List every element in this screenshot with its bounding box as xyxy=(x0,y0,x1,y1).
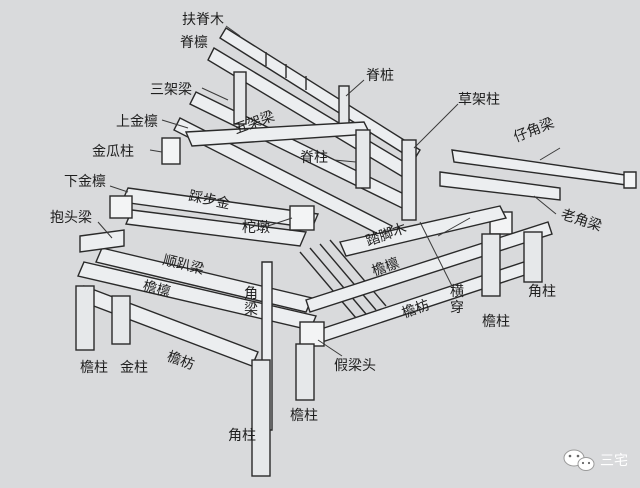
watermark: 三宅 xyxy=(563,449,628,471)
tuo-dun xyxy=(289,205,315,231)
label-jiao-zhu-right: 角柱 xyxy=(528,284,556,300)
gold-melon-post xyxy=(161,137,181,165)
watermark-text: 三宅 xyxy=(600,453,628,469)
label-heng-chuan-text-char: 穿 xyxy=(450,300,464,316)
caibu-jin xyxy=(124,209,308,247)
heng-chuan-rod xyxy=(329,239,387,307)
label-yan-fang-front: 檐枋 xyxy=(165,349,197,374)
shun-pa-beam xyxy=(95,247,313,313)
label-jin-zhu: 金柱 xyxy=(120,360,148,376)
baotou-beam xyxy=(79,229,125,253)
column-cap xyxy=(109,195,133,219)
gold-column xyxy=(111,295,131,345)
label-shang-jin-lin: 上金檩 xyxy=(116,113,158,130)
label-cao-jia-zhu: 草架柱 xyxy=(458,92,500,108)
heng-chuan-rod xyxy=(319,243,377,311)
label-tuo-dun: 柁墩 xyxy=(242,219,270,236)
label-yan-zhu-a: 檐柱 xyxy=(80,360,108,376)
label-san-jia-liang: 三架梁 xyxy=(150,82,192,98)
label-yan-zhu-b: 檐柱 xyxy=(290,408,318,424)
grass-frame-post xyxy=(401,139,417,221)
jia-liang-tou xyxy=(299,321,325,347)
label-ji-zhu: 脊柱 xyxy=(300,150,328,166)
columns xyxy=(75,231,543,477)
upper-beams xyxy=(161,71,417,239)
leader-lines xyxy=(97,25,561,357)
label-heng-chuan: 横穿 xyxy=(450,284,464,316)
label-yan-zhu-c: 檐柱 xyxy=(482,314,510,330)
eave-column-c xyxy=(481,233,501,297)
label-lao-jiao-liang: 老角梁 xyxy=(559,207,604,235)
column-labels: 檐柱 金柱 角柱 檐柱 檐柱 角柱 xyxy=(80,284,556,444)
label-zai-jiao-liang: 仔角梁 xyxy=(512,115,557,146)
label-ji-zhuang: 脊桩 xyxy=(366,67,394,84)
label-jiao-zhu: 角柱 xyxy=(228,428,256,444)
eave-column-a xyxy=(75,285,95,351)
label-fuji-mu: 扶脊木 xyxy=(182,12,224,28)
label-jin-gua-zhu: 金瓜柱 xyxy=(92,144,134,160)
upper-post xyxy=(233,71,247,125)
ridge-post xyxy=(355,129,371,189)
label-bao-tou-liang: 抱头梁 xyxy=(50,210,92,226)
heng-chuan-rod xyxy=(309,247,367,315)
eave-column-b xyxy=(295,343,315,401)
lao-corner-beam xyxy=(439,171,561,201)
label-heng-chuan-text-char: 横 xyxy=(450,284,464,300)
corner-column xyxy=(251,359,271,477)
corner-rafters xyxy=(439,149,637,201)
wechat-icon xyxy=(563,449,595,471)
heng-chuan-rod xyxy=(299,251,357,319)
vertical-labels: 横穿 角梁 xyxy=(244,284,464,318)
label-ji-lin: 脊檩 xyxy=(180,34,208,51)
rafter-end xyxy=(623,171,637,189)
label-yan-lin-front: 檐檩 xyxy=(141,277,172,300)
label-xia-jin-lin: 下金檩 xyxy=(64,173,106,190)
label-jiao-liang: 角梁 xyxy=(244,286,258,318)
label-jiao-liang-text-char: 角 xyxy=(244,286,258,302)
label-jia-liang-tou: 假梁头 xyxy=(334,358,376,374)
middle-level xyxy=(79,187,513,319)
ta-jiao-mu xyxy=(339,205,508,257)
label-jiao-liang-text-char: 梁 xyxy=(244,302,258,318)
corner-column-right xyxy=(523,231,543,283)
